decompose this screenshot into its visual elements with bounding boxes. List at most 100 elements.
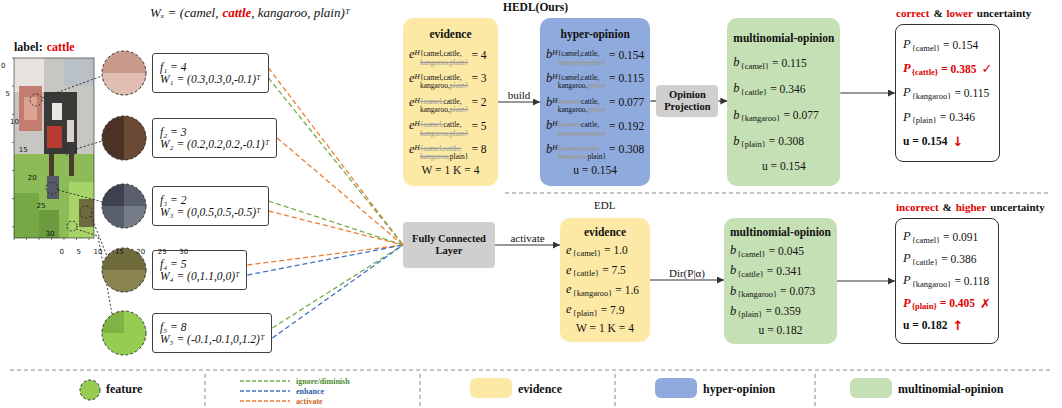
feature-circle-part-part bbox=[102, 51, 146, 95]
connector bbox=[272, 245, 403, 328]
subscript-line: {camel,cattle, bbox=[558, 121, 606, 130]
subscript: {plain} bbox=[912, 301, 937, 311]
divider-part bbox=[205, 374, 815, 406]
subscript: {cattle} bbox=[737, 269, 764, 279]
connector bbox=[269, 78, 403, 245]
class-name: {camel, bbox=[558, 121, 581, 130]
pixel-image-part bbox=[47, 126, 62, 149]
feature-circle-part bbox=[102, 248, 146, 292]
feature-circle-part bbox=[102, 51, 146, 95]
feature-box: f₁ = 4W₁ = (0.3,0.3,0,-0.1)ᵀ bbox=[152, 53, 269, 93]
text-row: P{cattle}= 0.386 bbox=[903, 251, 991, 266]
subscript-set: {camel,cattle,kangaroo,plain} bbox=[558, 74, 606, 91]
text-row: Fully Connected Layer bbox=[406, 233, 492, 257]
subscript: {plain} bbox=[573, 308, 598, 318]
subscript: {kangaroo} bbox=[912, 91, 952, 101]
legend-sample-part bbox=[240, 380, 290, 382]
subscript-line: kangaroo,plain} bbox=[558, 82, 606, 91]
subscript-set: {camel,cattle,kangaroo,plain} bbox=[420, 74, 468, 91]
text-row: f₁ = 4 bbox=[160, 61, 261, 73]
text-row: e{kangaroo}= 1.6 bbox=[566, 282, 644, 297]
feature-box: f₄ = 5W₄ = (0,1.1,0,0)ᵀ bbox=[152, 250, 247, 290]
subscript-line: kangaroo,plain} bbox=[420, 82, 468, 91]
legend-sample bbox=[80, 380, 290, 401]
class-name: cattle, bbox=[443, 121, 461, 130]
subscript-line: kangaroo,plain} bbox=[420, 130, 468, 139]
text-row: b{cattle}= 0.341 bbox=[730, 263, 831, 278]
value-text: Fully Connected Layer bbox=[406, 233, 492, 257]
class-name: {camel,cattle, bbox=[420, 50, 462, 59]
tick-label: 10 bbox=[93, 248, 102, 256]
text-row: P{plain}= 0.346 bbox=[903, 110, 992, 125]
box-title: hyper-opinion bbox=[561, 28, 630, 40]
subscript-set: {camel,cattle,kangaroo,plain} bbox=[420, 98, 468, 115]
math-symbol: eᴴ bbox=[409, 71, 419, 86]
subscript-line: {camel,cattle, bbox=[420, 50, 468, 59]
math-symbol: b bbox=[730, 304, 736, 319]
subscript-line: {camel,cattle, bbox=[558, 74, 606, 83]
math-symbol: bᴴ bbox=[546, 142, 557, 157]
class-name: {camel,cattle, bbox=[420, 74, 462, 83]
value-text: = 2 bbox=[471, 96, 486, 108]
subscript: {camel} bbox=[573, 248, 601, 258]
value-text: = 8 bbox=[471, 143, 486, 155]
subscript-set: {camel,cattle,kangaroo,plain} bbox=[420, 50, 468, 67]
box-title: multinomial-opinion bbox=[733, 32, 834, 44]
class-name: kangaroo, bbox=[420, 106, 450, 115]
divider-part bbox=[505, 193, 1050, 194]
math-symbol: P bbox=[903, 229, 911, 244]
pixel-image bbox=[14, 58, 94, 238]
text-row: W₅ = (-0.1,-0.1,0,1.2)ᵀ bbox=[160, 333, 264, 345]
math-symbol: e bbox=[566, 243, 572, 258]
class-name: kangaroo, bbox=[558, 82, 588, 91]
value-text: f₁ = 4 bbox=[160, 61, 186, 73]
text-row: evidence bbox=[566, 226, 644, 238]
legend-text: enhance bbox=[296, 387, 324, 396]
text-row: P{cattle}= 0.385✓ bbox=[903, 61, 992, 76]
subscript: {kangaroo} bbox=[912, 279, 952, 289]
box-title: evidence bbox=[429, 28, 471, 40]
tick-label: 15 bbox=[115, 248, 124, 256]
label-text: , kangaroo, plain)ᵀ bbox=[251, 5, 349, 21]
feature-circle-part bbox=[102, 73, 146, 95]
label-text: cattle bbox=[222, 5, 251, 21]
value-text: = 7.5 bbox=[602, 264, 626, 276]
text-row: P{camel}= 0.091 bbox=[903, 229, 991, 244]
math-symbol: eᴴ bbox=[409, 95, 419, 110]
connector bbox=[837, 280, 895, 281]
subscript: {kangaroo} bbox=[741, 113, 781, 123]
subscript-set: {camel,cattle,kangaroo,plain} bbox=[558, 50, 606, 67]
value-text: u = 0.154 bbox=[573, 164, 617, 176]
value-text: f₂ = 3 bbox=[160, 126, 186, 138]
feature-circle-part bbox=[124, 116, 146, 160]
box-title: multinomial-opinion bbox=[730, 226, 831, 238]
math-symbol: eᴴ bbox=[409, 118, 419, 133]
text-row: f₅ = 8 bbox=[160, 321, 264, 333]
feature-circle-part-part bbox=[102, 184, 146, 228]
feature-crop-part bbox=[67, 221, 77, 231]
subscript-line: {camel,cattle, bbox=[558, 145, 606, 154]
math-symbol: bᴴ bbox=[546, 118, 557, 133]
tick-label: 20 bbox=[136, 248, 145, 256]
text-row: eᴴ{camel,cattle,kangaroo,plain}= 8 bbox=[409, 141, 492, 158]
text-row: multinomial-opinion bbox=[730, 226, 831, 238]
text-row: W₄ = (0,1.1,0,0)ᵀ bbox=[160, 270, 239, 282]
math-symbol: e bbox=[566, 302, 572, 317]
value-text: W₅ = (-0.1,-0.1,0,1.2)ᵀ bbox=[160, 333, 264, 345]
edge-label: Dir(P|α) bbox=[669, 267, 705, 279]
divider-part bbox=[10, 370, 1052, 371]
value-text: = 0.308 bbox=[769, 135, 804, 147]
text-row: Opinion Projection bbox=[659, 89, 715, 113]
subscript: {cattle} bbox=[573, 268, 600, 278]
value-text: = 0.154 bbox=[943, 39, 978, 51]
math-symbol: P bbox=[903, 37, 911, 52]
image-axes-part bbox=[12, 58, 14, 227]
subscript: {cattle} bbox=[741, 87, 768, 97]
label-text: EDL bbox=[594, 199, 615, 211]
edge-label: activate bbox=[510, 232, 544, 244]
tick-label: 0 bbox=[60, 248, 64, 256]
result-box: correct&loweruncertaintyP{camel}= 0.154P… bbox=[895, 24, 1000, 162]
feature-box: f₃ = 2W₃ = (0,0.5,0.5,-0.5)ᵀ bbox=[152, 186, 269, 226]
feature-crop-part bbox=[30, 94, 42, 106]
value-text: = 0.386 bbox=[941, 253, 976, 265]
